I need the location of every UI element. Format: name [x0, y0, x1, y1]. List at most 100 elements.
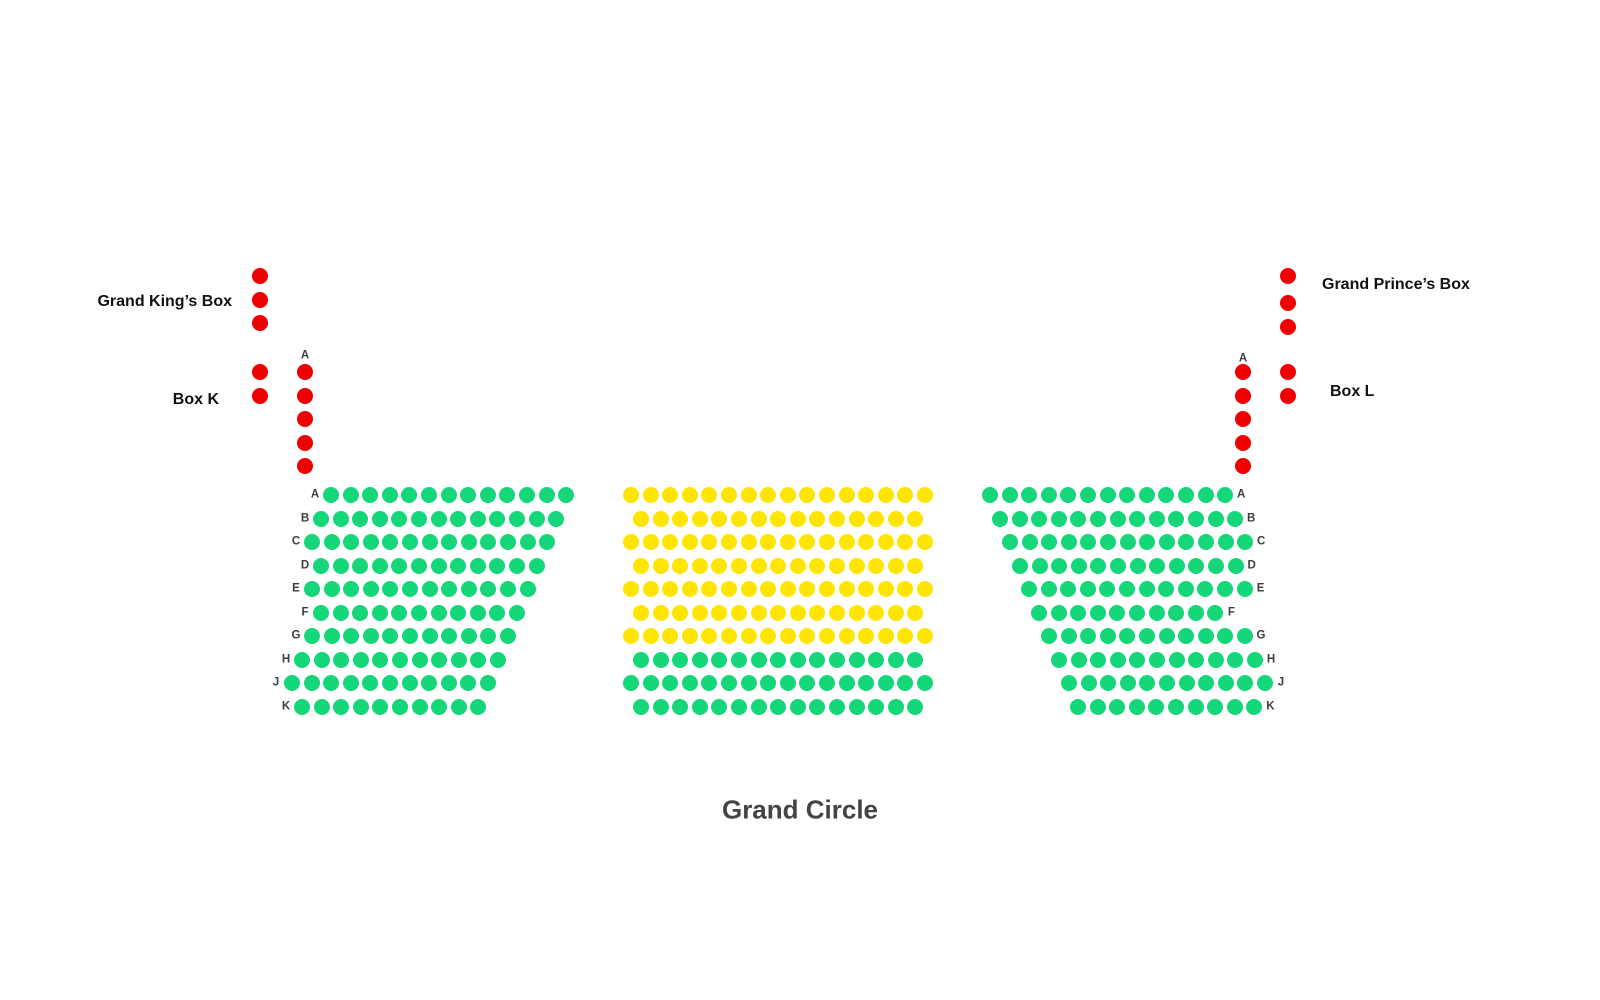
center-block-row-f-seat[interactable]: [691, 605, 708, 621]
center-block-row-j-seat[interactable]: [858, 675, 875, 691]
right-block-row-j-seat[interactable]: [1080, 675, 1097, 691]
left-block-row-j-seat[interactable]: [284, 675, 300, 691]
center-block-row-a-seat[interactable]: [877, 487, 894, 503]
left-block-row-e-seat[interactable]: [441, 581, 458, 597]
center-block-row-g-seat[interactable]: [721, 628, 737, 644]
center-block-row-e-seat[interactable]: [623, 581, 639, 597]
right-block-row-f-seat[interactable]: [1109, 605, 1126, 621]
left-block-row-g-seat[interactable]: [343, 628, 360, 644]
center-block-row-b-seat[interactable]: [652, 511, 669, 527]
center-block-row-c-seat[interactable]: [701, 534, 718, 550]
left-block-row-f-seat[interactable]: [352, 605, 369, 621]
right-block-row-d-seat[interactable]: [1051, 558, 1068, 574]
center-block-row-b-seat[interactable]: [829, 511, 845, 527]
left-block-row-h-seat[interactable]: [392, 652, 408, 668]
left-block-row-g-seat[interactable]: [421, 628, 438, 644]
right-block-row-d-seat[interactable]: [1070, 558, 1087, 574]
right-block-row-g-seat[interactable]: [1041, 628, 1057, 644]
center-block-row-k-seat[interactable]: [829, 699, 845, 715]
grand-king-s-box-seat[interactable]: [252, 315, 268, 331]
center-block-row-e-seat[interactable]: [760, 581, 777, 597]
left-block-row-k-seat[interactable]: [450, 699, 467, 715]
left-side-row-A-seat[interactable]: [297, 364, 313, 380]
center-block-row-c-seat[interactable]: [897, 534, 914, 550]
center-block-row-h-seat[interactable]: [652, 652, 669, 668]
left-block-row-j-seat[interactable]: [421, 675, 438, 691]
right-block-row-g-seat[interactable]: [1178, 628, 1195, 644]
center-block-row-f-seat[interactable]: [633, 605, 649, 621]
center-block-row-h-seat[interactable]: [868, 652, 885, 668]
left-block-row-e-seat[interactable]: [382, 581, 399, 597]
right-block-row-j-seat[interactable]: [1100, 675, 1117, 691]
left-block-row-b-seat[interactable]: [411, 511, 427, 527]
center-block-row-g-seat[interactable]: [838, 628, 855, 644]
center-block-row-a-seat[interactable]: [917, 487, 933, 503]
center-block-row-c-seat[interactable]: [779, 534, 796, 550]
left-block-row-e-seat[interactable]: [460, 581, 477, 597]
center-block-row-j-seat[interactable]: [740, 675, 757, 691]
left-block-row-a-seat[interactable]: [460, 487, 477, 503]
right-block-row-c-seat[interactable]: [1080, 534, 1097, 550]
left-block-row-d-seat[interactable]: [469, 558, 486, 574]
right-block-row-j-seat[interactable]: [1237, 675, 1254, 691]
center-block-row-a-seat[interactable]: [799, 487, 816, 503]
left-block-row-c-seat[interactable]: [323, 534, 340, 550]
center-block-row-d-seat[interactable]: [887, 558, 904, 574]
left-block-row-e-seat[interactable]: [421, 581, 438, 597]
left-block-row-g-seat[interactable]: [362, 628, 379, 644]
right-block-row-h-seat[interactable]: [1129, 652, 1146, 668]
left-block-row-d-seat[interactable]: [371, 558, 388, 574]
left-block-row-k-seat[interactable]: [333, 699, 350, 715]
right-block-row-b-seat[interactable]: [1090, 511, 1106, 527]
left-block-row-f-seat[interactable]: [489, 605, 506, 621]
center-block-row-f-seat[interactable]: [750, 605, 767, 621]
center-block-row-b-seat[interactable]: [731, 511, 747, 527]
right-block-row-h-seat[interactable]: [1227, 652, 1244, 668]
left-block-row-f-seat[interactable]: [430, 605, 447, 621]
left-block-row-d-seat[interactable]: [332, 558, 349, 574]
right-block-row-e-seat[interactable]: [1099, 581, 1116, 597]
center-block-row-k-seat[interactable]: [652, 699, 669, 715]
center-block-row-h-seat[interactable]: [789, 652, 806, 668]
right-block-row-k-seat[interactable]: [1148, 699, 1165, 715]
right-block-row-e-seat[interactable]: [1158, 581, 1175, 597]
center-block-row-h-seat[interactable]: [770, 652, 787, 668]
right-block-row-h-seat[interactable]: [1051, 652, 1067, 668]
center-block-row-d-seat[interactable]: [750, 558, 767, 574]
center-block-row-h-seat[interactable]: [848, 652, 865, 668]
right-block-row-g-seat[interactable]: [1119, 628, 1136, 644]
center-block-row-g-seat[interactable]: [897, 628, 914, 644]
right-block-row-a-seat[interactable]: [1040, 487, 1057, 503]
left-block-row-b-seat[interactable]: [509, 511, 525, 527]
center-block-row-a-seat[interactable]: [819, 487, 835, 503]
left-block-row-a-seat[interactable]: [479, 487, 496, 503]
center-block-row-c-seat[interactable]: [681, 534, 698, 550]
center-block-row-g-seat[interactable]: [819, 628, 835, 644]
center-block-row-g-seat[interactable]: [877, 628, 894, 644]
right-block-row-e-seat[interactable]: [1060, 581, 1077, 597]
right-side-row-A-seat[interactable]: [1235, 364, 1251, 380]
center-block-row-c-seat[interactable]: [642, 534, 659, 550]
right-block-row-a-seat[interactable]: [1119, 487, 1136, 503]
center-block-row-j-seat[interactable]: [779, 675, 796, 691]
left-block-row-h-seat[interactable]: [313, 652, 330, 668]
right-block-row-c-seat[interactable]: [1060, 534, 1077, 550]
right-block-row-k-seat[interactable]: [1246, 699, 1263, 715]
right-block-row-b-seat[interactable]: [1227, 511, 1244, 527]
right-block-row-e-seat[interactable]: [1138, 581, 1155, 597]
center-block-row-f-seat[interactable]: [848, 605, 865, 621]
left-block-row-c-seat[interactable]: [304, 534, 320, 550]
grand-prince-s-box-seat[interactable]: [1280, 319, 1296, 335]
center-block-row-f-seat[interactable]: [711, 605, 728, 621]
center-block-row-k-seat[interactable]: [633, 699, 649, 715]
center-block-row-k-seat[interactable]: [848, 699, 865, 715]
left-block-row-d-seat[interactable]: [352, 558, 369, 574]
left-block-row-b-seat[interactable]: [489, 511, 506, 527]
left-block-row-g-seat[interactable]: [460, 628, 477, 644]
right-block-row-c-seat[interactable]: [1158, 534, 1175, 550]
center-block-row-c-seat[interactable]: [799, 534, 816, 550]
right-block-row-c-seat[interactable]: [1237, 534, 1254, 550]
right-block-row-f-seat[interactable]: [1187, 605, 1204, 621]
center-block-row-j-seat[interactable]: [701, 675, 718, 691]
right-block-row-h-seat[interactable]: [1207, 652, 1224, 668]
